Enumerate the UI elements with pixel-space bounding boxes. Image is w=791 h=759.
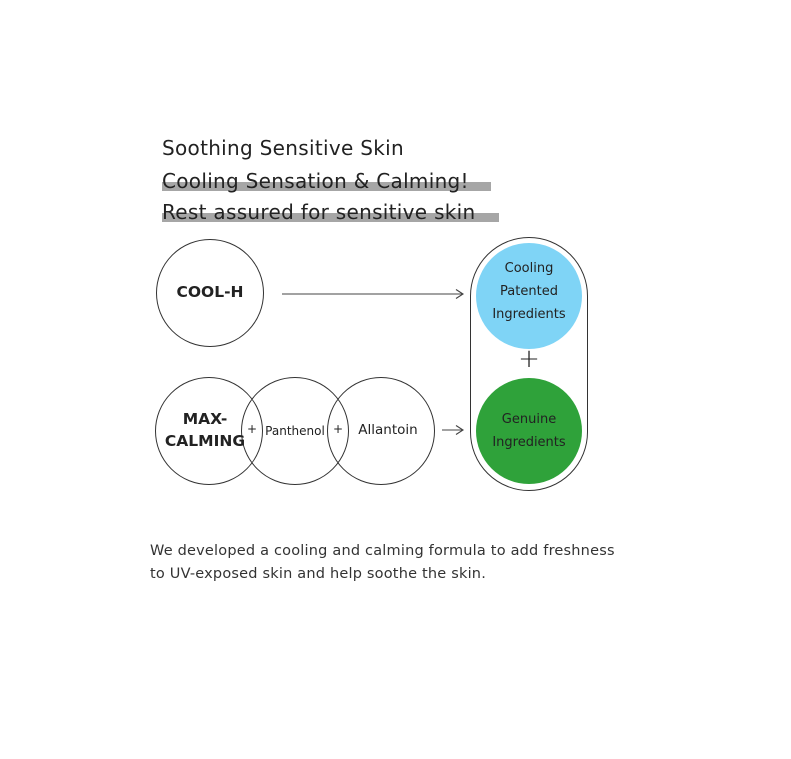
caption-line1: We developed a cooling and calming formu…	[150, 543, 615, 559]
cool-h-label: COOL-H	[176, 283, 244, 301]
headline-rest-assured: Rest assured for sensitive skin	[162, 200, 476, 224]
patented-label: Patented	[500, 284, 558, 299]
genuine-ingredients-label: Ingredients	[492, 435, 566, 450]
cool-h-circle	[156, 239, 264, 347]
ingredients-capsule	[470, 237, 588, 491]
plus-sign: +	[246, 422, 258, 436]
cooling-ingredients-circle	[476, 243, 582, 349]
arrow-right-icon	[442, 425, 465, 435]
highlight-bar	[162, 182, 491, 191]
max-calming-label-line2: CALMING	[164, 432, 246, 450]
genuine-label: Genuine	[501, 412, 557, 427]
headline-soothing: Soothing Sensitive Skin	[162, 136, 404, 160]
headline-cooling: Cooling Sensation & Calming!	[162, 169, 469, 193]
allantoin-circle	[327, 377, 435, 485]
caption-line2: to UV-exposed skin and help soothe the s…	[150, 566, 486, 582]
panthenol-label: Panthenol	[265, 424, 325, 438]
highlight-bar	[162, 213, 499, 222]
genuine-ingredients-circle	[476, 378, 582, 484]
cooling-label: Cooling	[504, 261, 554, 276]
capsule-plus-sign: +	[518, 344, 540, 374]
plus-sign: +	[332, 422, 344, 436]
allantoin-label: Allantoin	[358, 422, 418, 438]
arrow-right-icon	[282, 289, 465, 299]
max-calming-label-line1: MAX-	[182, 410, 228, 428]
ingredients-label: Ingredients	[492, 307, 566, 322]
